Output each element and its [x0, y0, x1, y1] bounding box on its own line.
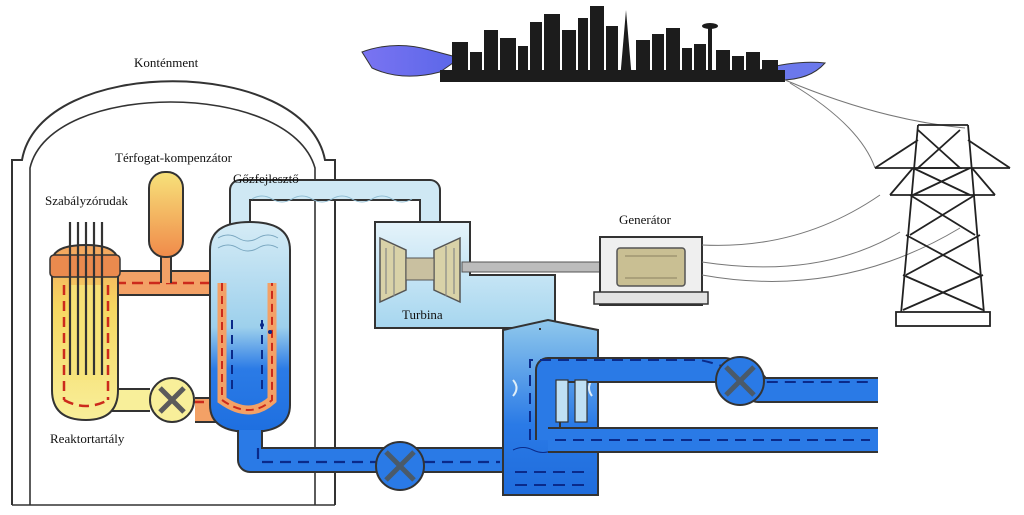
steam-generator [209, 220, 291, 434]
turbine-label: Turbina [402, 307, 443, 322]
generator-icon [616, 247, 686, 287]
turbine-icon [385, 246, 455, 296]
control-rods [68, 222, 104, 375]
containment-building [11, 80, 336, 506]
feedwater-pump-icon [375, 441, 425, 491]
generator-label: Generátor [619, 212, 672, 227]
turbine-generator-shaft [461, 261, 618, 273]
control-rods-label: Szabályzórudak [45, 193, 129, 208]
reactor-vessel-label: Reaktortartály [50, 431, 125, 446]
turbine [374, 221, 556, 329]
labels: Konténment Térfogat-kompenzátor Gőzfejle… [45, 55, 672, 446]
steam-line [229, 179, 441, 235]
cooling-water-loop [529, 357, 878, 453]
city-skyline-icon [440, 6, 785, 82]
primary-pump-icon [149, 377, 195, 423]
cooling-pump-icon [715, 356, 765, 406]
transmission-lines [701, 79, 966, 282]
pressurizer-label: Térfogat-kompenzátor [115, 150, 233, 165]
pylon-icon [874, 124, 1011, 327]
steam-generator-label: Gőzfejlesztő [233, 171, 299, 186]
containment-label: Konténment [134, 55, 199, 70]
pressurizer [148, 171, 184, 283]
